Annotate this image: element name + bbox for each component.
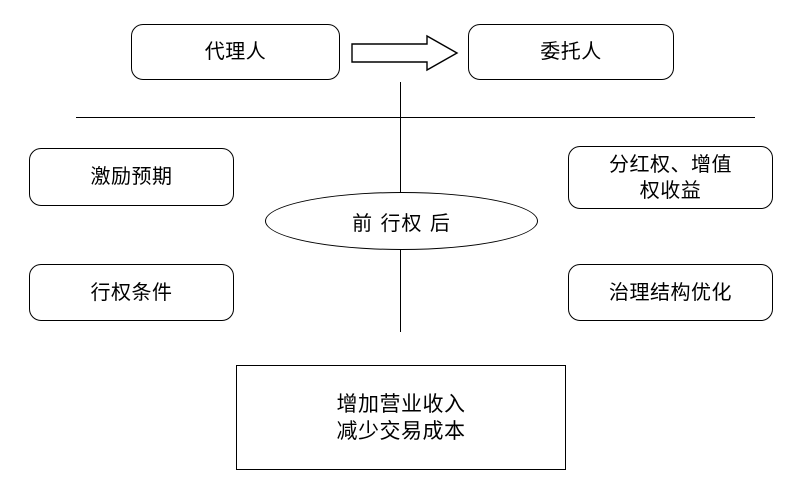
horizontal-divider-line: [76, 117, 755, 118]
node-dividend-appreciation-income[interactable]: 分红权、增值 权收益: [568, 146, 773, 209]
node-exercise-stage[interactable]: 前 行权 后: [265, 192, 538, 250]
node-principal[interactable]: 委托人: [468, 24, 674, 80]
node-governance-optimization[interactable]: 治理结构优化: [568, 264, 773, 321]
node-outcome[interactable]: 增加营业收入 减少交易成本: [236, 365, 566, 470]
node-incentive-expectation[interactable]: 激励预期: [29, 148, 234, 206]
node-exercise-condition[interactable]: 行权条件: [29, 264, 234, 321]
node-agent[interactable]: 代理人: [131, 24, 340, 80]
block-arrow-right-icon: [350, 33, 460, 73]
